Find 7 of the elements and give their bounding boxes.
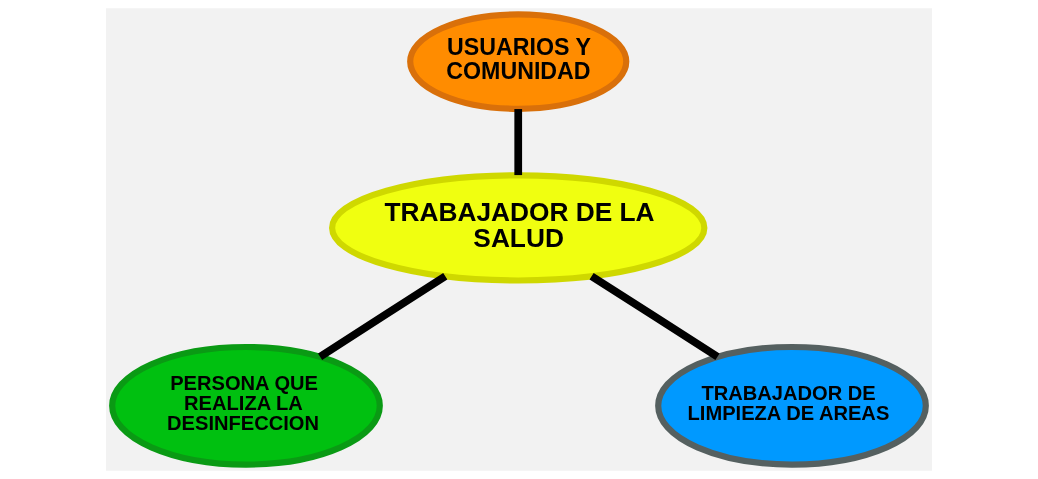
connector (318, 273, 448, 360)
node-ellipse: USUARIOS Y COMUNIDAD (407, 11, 630, 112)
connector (514, 109, 523, 176)
node-ellipse: TRABAJADOR DE LIMPIEZA DE AREAS (655, 343, 929, 468)
node-ellipse: TRABAJADOR DE LA SALUD (329, 172, 708, 284)
node-ellipse: PERSONA QUE REALIZA LA DESINFECCION (109, 343, 383, 468)
connector (589, 273, 720, 360)
